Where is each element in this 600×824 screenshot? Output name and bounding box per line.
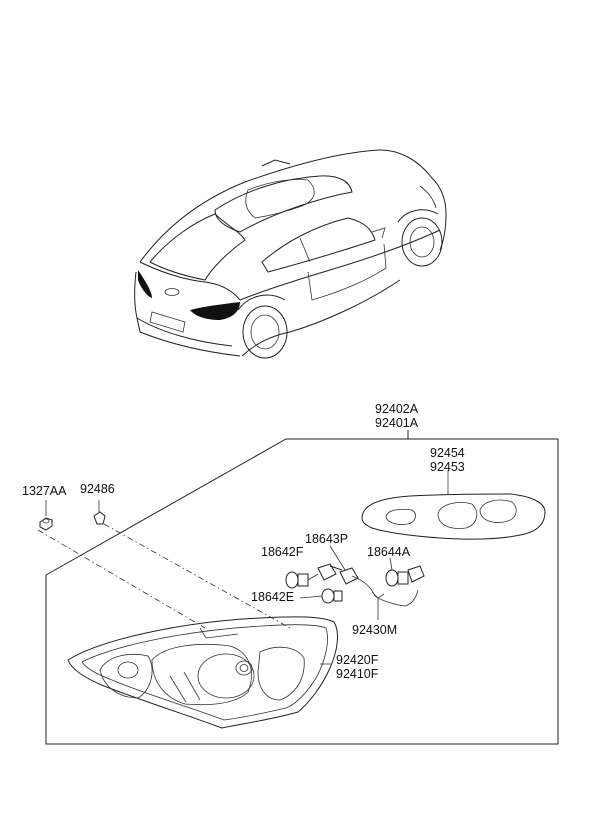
- label-bulb-e: 18642E: [251, 590, 294, 604]
- label-wiring: 92430M: [352, 623, 397, 637]
- label-lamp-line1: 92420F: [336, 653, 379, 667]
- clip-drawing: [93, 500, 106, 525]
- tail-lamp-drawing: [67, 616, 338, 729]
- label-lamp-line2: 92410F: [336, 667, 379, 681]
- label-bulb-socket: 18643P: [305, 532, 348, 546]
- label-housing-assembly-line2: 92401A: [375, 416, 419, 430]
- label-gasket-line2: 92453: [430, 460, 465, 474]
- label-nut: 1327AA: [22, 484, 67, 498]
- label-bulb-a: 18644A: [367, 545, 411, 559]
- assembly-frame: [45, 438, 559, 745]
- label-clip: 92486: [80, 482, 115, 496]
- label-bulb-f: 18642F: [261, 545, 304, 559]
- label-gasket-line1: 92454: [430, 446, 465, 460]
- label-housing-assembly-line1: 92402A: [375, 402, 419, 416]
- nut-drawing: [39, 500, 53, 531]
- gasket-drawing: [361, 470, 546, 540]
- car-illustration: [134, 149, 447, 359]
- bulb-socket-drawing: [285, 545, 425, 620]
